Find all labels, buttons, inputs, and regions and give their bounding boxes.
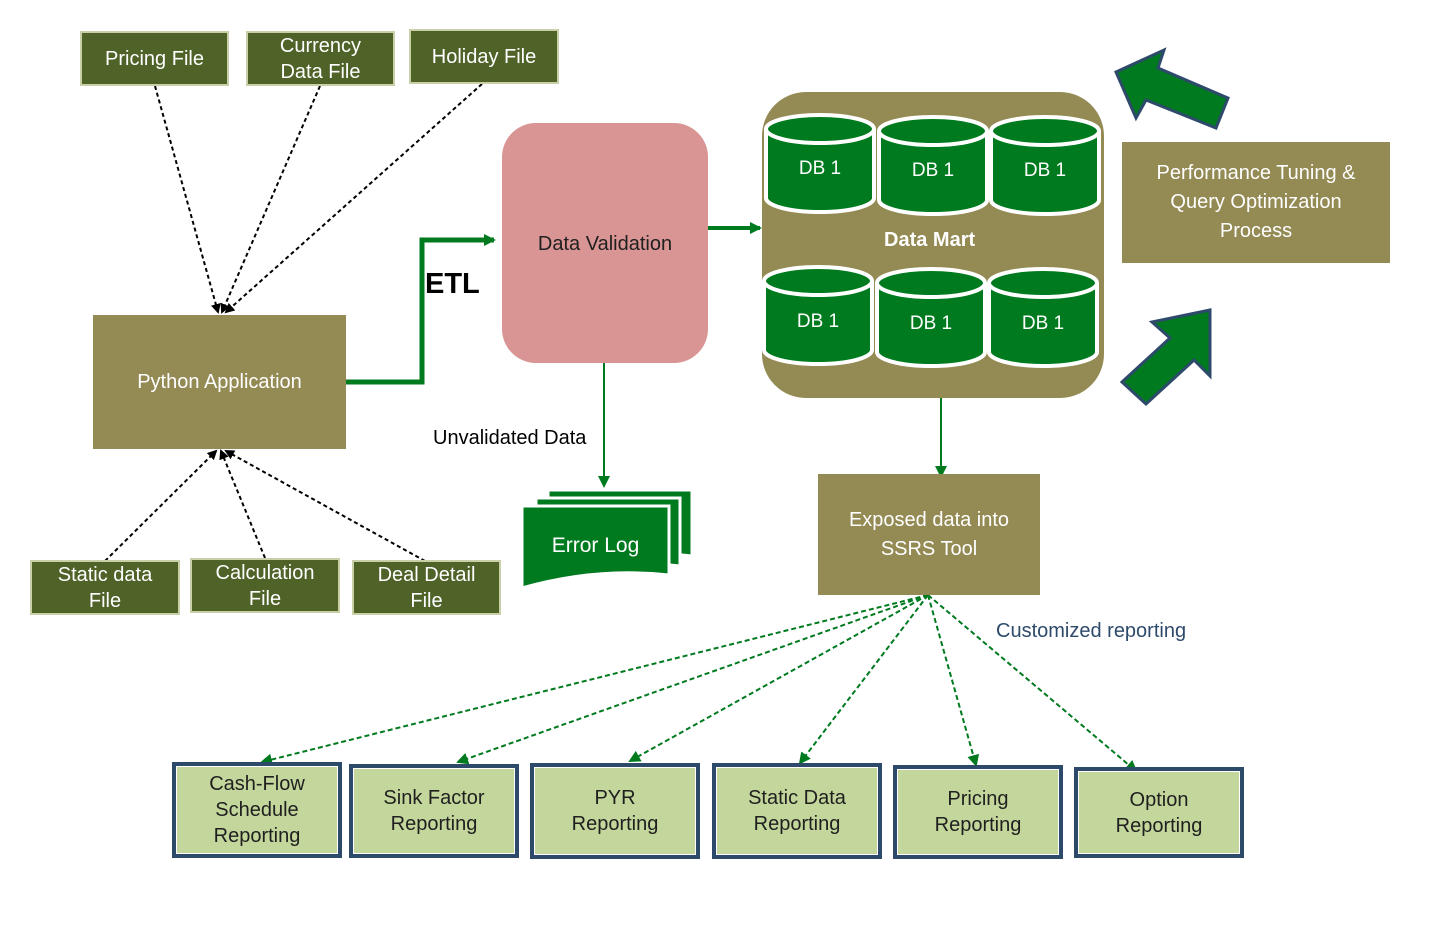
db-cylinder — [987, 267, 1099, 368]
etl-label: ETL — [425, 268, 480, 300]
static-data-reporting-box: Static Data Reporting — [712, 763, 882, 859]
etl-arrow — [346, 234, 496, 385]
error-log-document — [520, 488, 694, 590]
db-label: DB 1 — [796, 311, 840, 332]
db-label: DB 1 — [909, 313, 953, 334]
db-cylinders — [762, 113, 1101, 368]
report-connectors — [260, 594, 1138, 773]
db-label: DB 1 — [911, 160, 955, 181]
sink-factor-reporting-box: Sink Factor Reporting — [349, 764, 519, 858]
error-log-label: Error Log — [551, 534, 640, 557]
python-application-box: Python Application — [93, 315, 346, 449]
pricing-file-box: Pricing File — [80, 31, 229, 86]
block-arrow-up-left — [1114, 47, 1230, 130]
calculation-file-box: Calculation File — [190, 558, 340, 613]
static-data-file-box: Static data File — [30, 560, 180, 615]
performance-tuning-box: Performance Tuning & Query Optimization … — [1122, 142, 1390, 263]
db-cylinder — [764, 113, 876, 214]
top-source-connectors — [154, 83, 483, 314]
db-cylinder — [877, 115, 989, 216]
db-cylinder — [989, 115, 1101, 216]
ssrs-box: Exposed data into SSRS Tool — [818, 474, 1040, 595]
db-label: DB 1 — [798, 158, 842, 179]
db-cylinder — [875, 267, 987, 368]
currency-data-file-box: Currency Data File — [246, 31, 395, 86]
db-label: DB 1 — [1023, 160, 1067, 181]
bottom-source-connectors — [104, 449, 426, 562]
option-reporting-box: Option Reporting — [1074, 767, 1244, 858]
pyr-reporting-box: PYR Reporting — [530, 763, 700, 859]
holiday-file-box: Holiday File — [409, 29, 559, 84]
customized-reporting-label: Customized reporting — [996, 620, 1187, 642]
db-cylinder — [762, 265, 874, 366]
deal-detail-file-box: Deal Detail File — [352, 560, 501, 615]
data-validation-box: Data Validation — [502, 123, 708, 363]
db-label: DB 1 — [1021, 313, 1065, 334]
data-mart-title: Data Mart — [884, 229, 976, 251]
pricing-reporting-box: Pricing Reporting — [893, 765, 1063, 859]
cash-flow-schedule-reporting-box: Cash-Flow Schedule Reporting — [172, 762, 342, 858]
unvalidated-data-label: Unvalidated Data — [433, 427, 587, 449]
block-arrow-up-right — [1119, 308, 1212, 407]
